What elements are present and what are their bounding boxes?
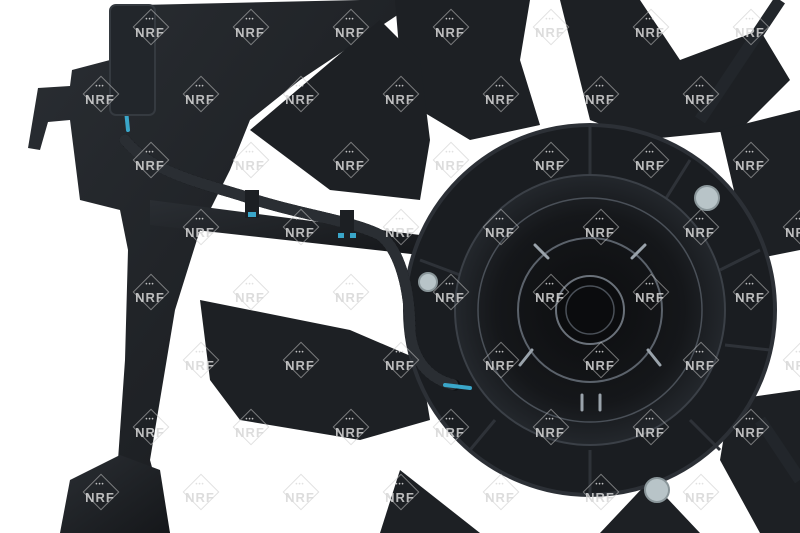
fan-blades bbox=[200, 0, 800, 533]
connector bbox=[109, 4, 156, 116]
screw-left bbox=[418, 272, 438, 292]
screw-bottom bbox=[644, 477, 670, 503]
screw-top bbox=[694, 185, 720, 211]
shroud-frame bbox=[28, 0, 420, 533]
